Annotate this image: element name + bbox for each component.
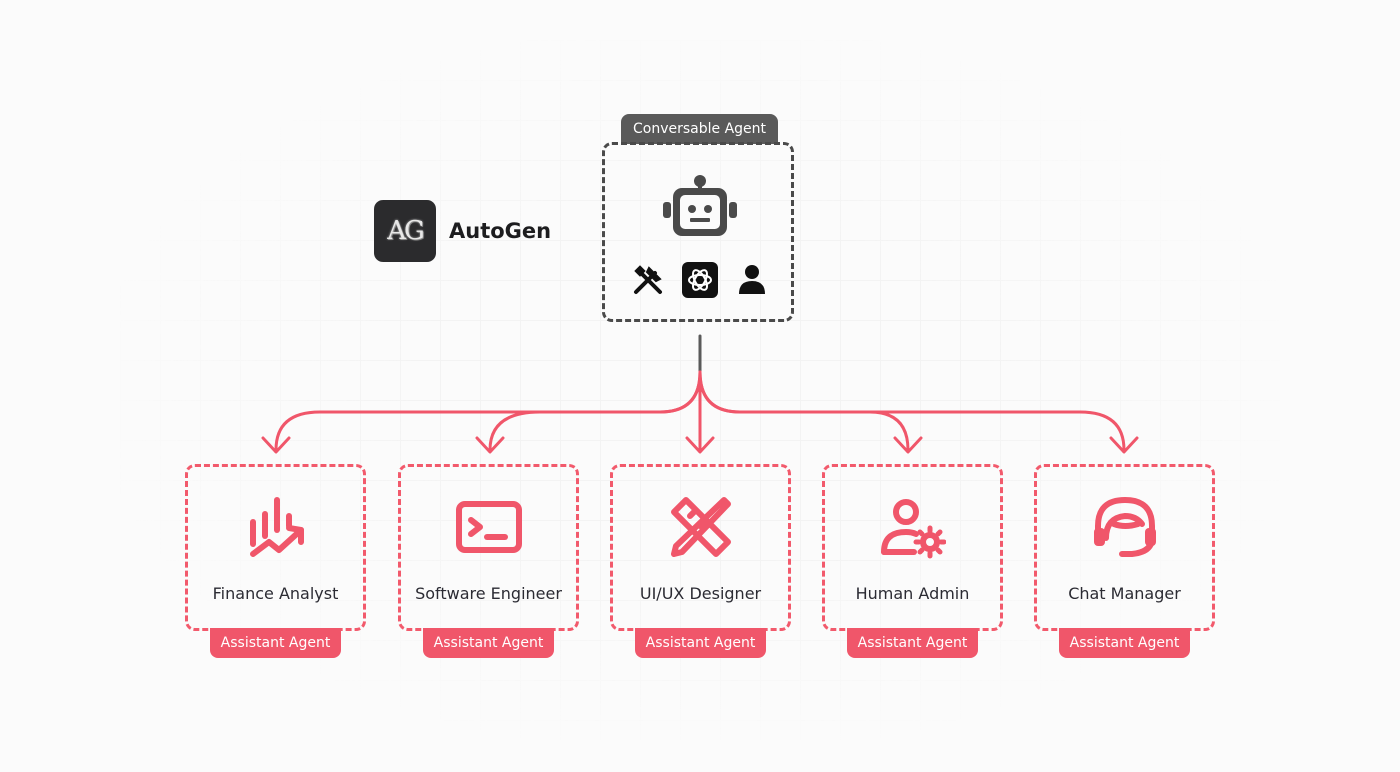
headset-icon xyxy=(1094,497,1156,557)
arrowhead-finance xyxy=(261,436,291,454)
user-icon xyxy=(739,265,765,294)
conversable-agent-box xyxy=(602,142,794,322)
agent-card-ui-ux-designer: UI/UX Designer Assistant Agent xyxy=(610,464,791,664)
agent-type-tag: Assistant Agent xyxy=(1059,628,1190,658)
agent-type-tag: Assistant Agent xyxy=(423,628,554,658)
agent-card-software-engineer: Software Engineer Assistant Agent xyxy=(398,464,579,664)
agent-card-chat-manager: Chat Manager Assistant Agent xyxy=(1034,464,1215,664)
arrowhead-manager xyxy=(1109,436,1139,454)
user-gear-icon xyxy=(881,499,946,559)
autogen-logo: AG AutoGen xyxy=(374,200,551,262)
agent-card-finance-analyst: Finance Analyst Assistant Agent xyxy=(185,464,366,664)
agent-type-tag: Assistant Agent xyxy=(847,628,978,658)
arrowhead-engineer xyxy=(475,436,505,454)
connector-to-engineer xyxy=(488,370,702,452)
arrowhead-admin xyxy=(893,436,923,454)
agent-type-tag: Assistant Agent xyxy=(210,628,341,658)
agent-name: Finance Analyst xyxy=(212,584,339,603)
agent-name: UI/UX Designer xyxy=(639,584,762,603)
conversable-agent-tag: Conversable Agent xyxy=(621,114,778,144)
autogen-logo-text: AutoGen xyxy=(449,219,552,243)
agent-card-human-admin: Human Admin Assistant Agent xyxy=(822,464,1003,664)
terminal-icon xyxy=(456,501,522,553)
arrowhead-designer xyxy=(685,436,715,454)
robot-icon xyxy=(663,175,737,236)
autogen-logo-badge: AG xyxy=(374,200,436,262)
agent-name: Software Engineer xyxy=(415,584,562,603)
agent-type-tag: Assistant Agent xyxy=(635,628,766,658)
openai-icon xyxy=(682,262,718,298)
tools-icon xyxy=(634,265,662,294)
agent-name: Human Admin xyxy=(855,584,970,603)
connector-to-manager xyxy=(698,370,1126,452)
chart-trend-icon xyxy=(250,497,304,557)
pencil-ruler-icon xyxy=(671,497,731,557)
agent-name: Chat Manager xyxy=(1068,584,1181,603)
